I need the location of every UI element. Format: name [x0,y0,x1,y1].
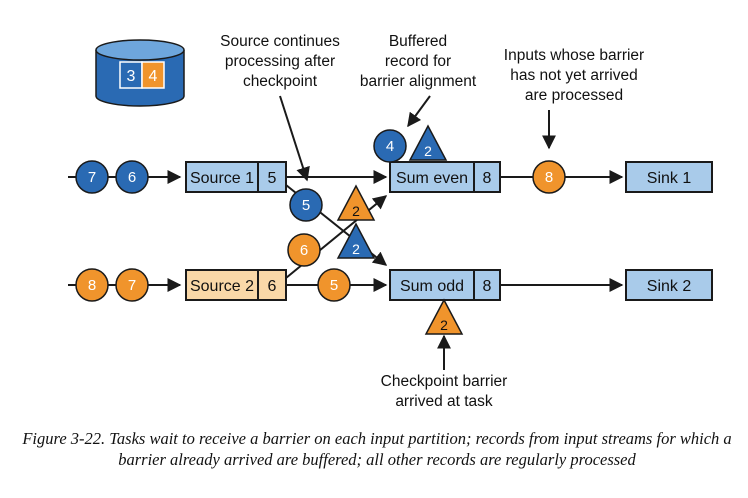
record-8-orange: 8 [75,268,109,302]
svg-text:8: 8 [88,277,96,294]
svg-text:checkpoint: checkpoint [243,73,318,90]
svg-text:6: 6 [128,169,136,186]
record-5-orange: 5 [317,268,351,302]
label-source-continues: Source continues processing after checkp… [220,33,340,90]
svg-text:6: 6 [300,242,308,259]
svg-text:2: 2 [352,241,360,257]
svg-text:Source continues: Source continues [220,33,340,50]
svg-text:8: 8 [545,169,553,186]
svg-text:2: 2 [352,203,360,219]
callout-arrow-source [279,95,310,182]
sum-odd-name: Sum odd [400,278,464,295]
source1-operator: Source 1 5 [185,161,287,193]
barrier-2-blue-mid: 2 [336,222,376,259]
source2-name: Source 2 [190,278,254,295]
record-8-output: 8 [532,160,566,194]
state-value-4: 4 [149,68,158,85]
state-value-3: 3 [127,68,136,85]
source1-name: Source 1 [190,170,254,187]
figure-caption: Figure 3-22. Tasks wait to receive a bar… [22,429,732,469]
source1-value: 5 [268,170,277,187]
record-7-orange: 7 [115,268,149,302]
record-5-blue: 5 [289,188,323,222]
svg-text:processing after: processing after [225,53,335,70]
sum-even-name: Sum even [396,170,468,187]
sink2-name: Sink 2 [647,278,692,295]
record-7-blue: 7 [75,160,109,194]
sum-odd-operator: Sum odd 8 [389,269,501,301]
svg-text:Checkpoint barrier: Checkpoint barrier [381,373,508,390]
svg-text:Buffered: Buffered [389,33,447,50]
sum-odd-value: 8 [483,278,492,295]
record-6-blue: 6 [115,160,149,194]
barrier-2-orange-mid: 2 [336,184,376,221]
sink2-operator: Sink 2 [625,269,713,301]
svg-text:record for: record for [385,53,451,70]
svg-text:7: 7 [128,277,136,294]
source2-operator: Source 2 6 [185,269,287,301]
sum-even-value: 8 [483,170,492,187]
record-4-buffered: 4 [373,129,407,163]
svg-text:2: 2 [440,317,448,333]
svg-text:7: 7 [88,169,96,186]
svg-text:are processed: are processed [525,87,623,104]
svg-text:2: 2 [424,143,432,159]
svg-text:arrived at task: arrived at task [395,393,493,410]
sum-even-operator: Sum even 8 [389,161,501,193]
callout-arrow-buffered [407,95,431,128]
svg-text:has not yet arrived: has not yet arrived [510,67,638,84]
label-checkpoint-barrier: Checkpoint barrier arrived at task [381,373,508,410]
sink1-name: Sink 1 [647,170,692,187]
sink1-operator: Sink 1 [625,161,713,193]
label-inputs-whose-barrier: Inputs whose barrier has not yet arrived… [504,47,644,104]
svg-text:5: 5 [302,197,310,214]
svg-text:4: 4 [386,138,394,155]
record-6-orange: 6 [287,233,321,267]
source2-value: 6 [268,278,277,295]
svg-text:5: 5 [330,277,338,294]
barrier-2-buffered: 2 [408,124,448,161]
svg-text:Inputs whose barrier: Inputs whose barrier [504,47,644,64]
svg-text:barrier alignment: barrier alignment [360,73,477,90]
state-store-icon: 3 4 [95,39,185,107]
barrier-2-odd-arrived: 2 [424,298,464,335]
label-buffered: Buffered record for barrier alignment [360,33,477,90]
